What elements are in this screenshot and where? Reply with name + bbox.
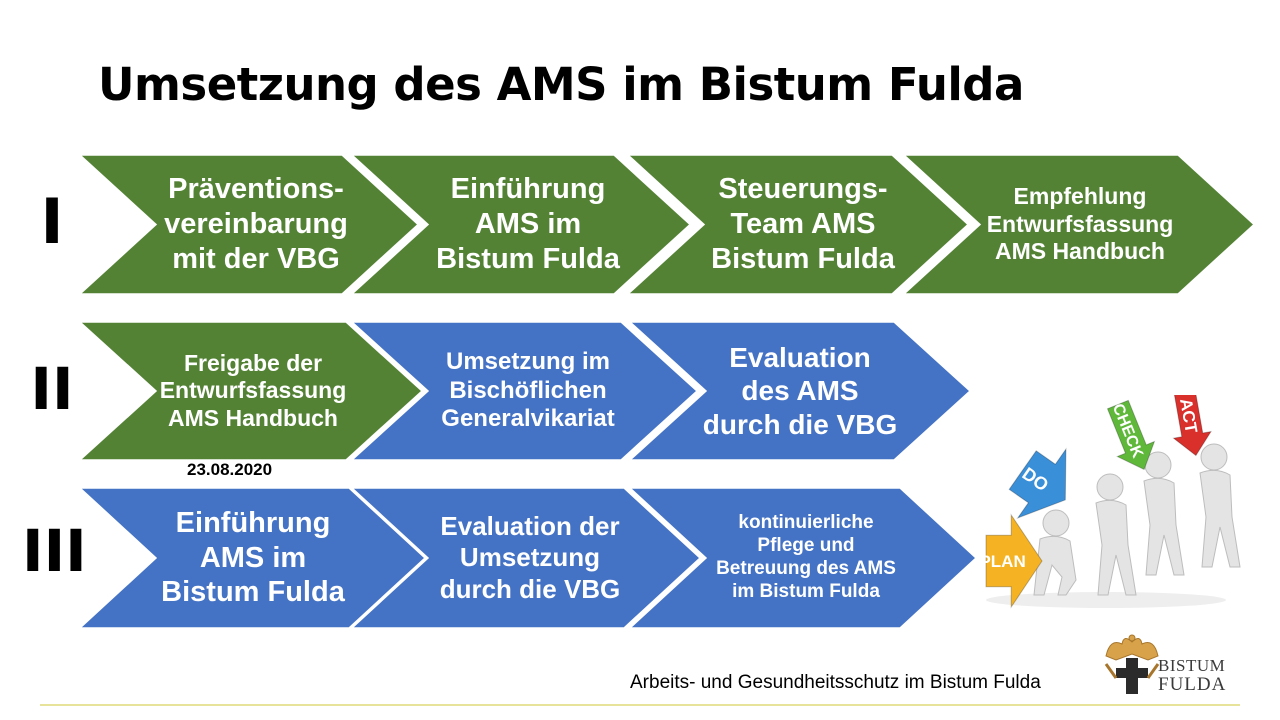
chevron-fill [902,154,1256,295]
logo-text-line2: FULDA [1158,674,1227,695]
step-label-line: durch die VBG [439,573,621,604]
chevron-shape [78,154,420,295]
chevron-shape [78,487,427,629]
chevron-shape [78,321,424,461]
step-label-line: Evaluation der [440,511,620,542]
step-label-line: AMS im [199,541,307,574]
chevron-shape [902,154,1256,295]
step-label-line: vereinbarung [164,208,348,241]
step-label-line: AMS Handbuch [995,238,1165,265]
chevron-shape [626,154,970,295]
step-label-line: AMS Handbuch [168,404,338,431]
step-label-line: Bischöflichen [449,376,607,404]
step-label-line: Umsetzung im [445,347,610,375]
date-note: 23.08.2020 [187,460,273,479]
step-label-line: Pflege und [757,535,855,557]
step-label-line: AMS im [474,208,582,241]
chevron-fill [350,487,702,629]
pdca-label: PLAN [979,552,1025,571]
row-numeral: I [40,185,64,258]
chevron-fill [78,154,420,295]
slide-title: Umsetzung des AMS im Bistum Fulda [98,58,1024,111]
step-label-line: Präventions- [168,173,344,206]
step-label-line: Einführung [450,173,606,206]
step-label-line: Bistum Fulda [711,242,895,275]
step-label-line: Bistum Fulda [436,242,620,275]
step-label-line: Umsetzung [459,542,601,573]
step-label-line: Generalvikariat [441,405,615,433]
pdca-arrow-plan: PLAN [979,513,1043,609]
chevron-shape [350,487,702,629]
chevron-shape [350,154,692,295]
step-label-line: durch die VBG [702,408,898,440]
chevron-fill [350,154,692,295]
chevron-fill [626,154,970,295]
step-label-line: Bistum Fulda [161,576,345,609]
step-label-line: mit der VBG [172,242,340,275]
chevron-fill [350,321,699,461]
step-label-line: Betreuung des AMS [716,558,896,579]
step-label-line: kontinuierliche [738,512,874,534]
chevron-shape [350,321,699,461]
step-label-line: Entwurfsfassung [159,377,347,404]
step-label-line: Einführung [175,506,331,539]
row-numeral: II [30,355,74,423]
step-label-line: im Bistum Fulda [732,580,880,602]
footer-rule [40,704,1240,706]
pdca-arrow-act: ACT [1172,395,1213,457]
logo-text-line1: BISTUM [1158,656,1226,675]
row-numeral: III [22,517,87,585]
step-label-line: des AMS [741,375,859,407]
chevron-fill [78,321,424,461]
chevron-fill [78,487,427,629]
chevron-fill [628,321,972,461]
chevron-fill [628,487,978,629]
step-label-line: Empfehlung [1013,183,1147,210]
step-label-line: Evaluation [729,341,871,373]
step-label-line: Entwurfsfassung [986,210,1174,237]
pdca-arrow-do: DO [1008,447,1067,519]
bistum-fulda-logo [1104,634,1160,694]
footer-text: Arbeits- und Gesundheitsschutz im Bistum… [630,672,1041,693]
chevron-shape [628,487,978,629]
step-label-line: Steuerungs- [718,173,888,206]
step-label-line: Freigabe der [183,349,323,376]
step-label-line: Team AMS [730,208,876,241]
chevron-shape [628,321,972,461]
